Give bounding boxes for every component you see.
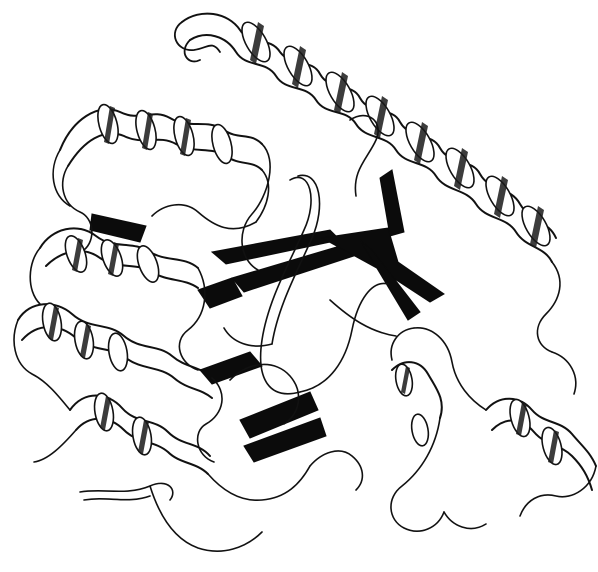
helix-top-right xyxy=(182,14,556,262)
helix-center-right xyxy=(392,362,442,447)
helix-bottom-left xyxy=(70,392,210,474)
loop-coils xyxy=(14,22,596,551)
helix-lower-right xyxy=(486,397,596,490)
helix-top-left xyxy=(60,102,262,170)
